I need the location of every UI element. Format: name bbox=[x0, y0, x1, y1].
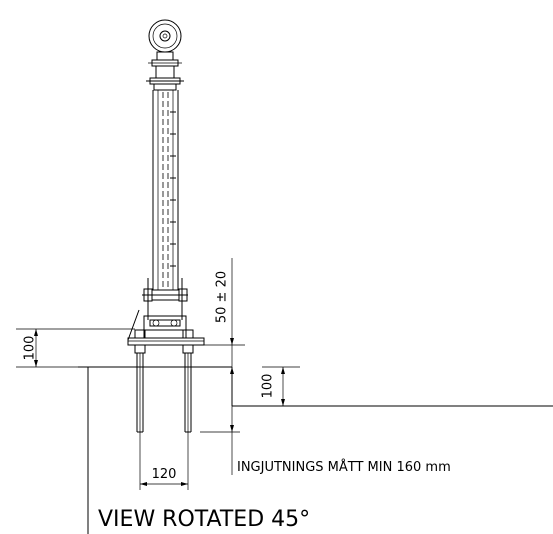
lower-clamp bbox=[127, 278, 188, 341]
dimension-embed-depth-label: 100 bbox=[261, 374, 276, 399]
embed-note: INGJUTNINGS MÅTT MIN 160 mm bbox=[237, 459, 451, 475]
dimension-base-height-label: 100 bbox=[23, 336, 38, 361]
dimension-base-height: 100 bbox=[16, 328, 135, 368]
dimension-adjustment: 50 ± 20 bbox=[204, 258, 245, 374]
anchor-bolts bbox=[136, 353, 192, 433]
view-caption: VIEW ROTATED 45° bbox=[98, 507, 310, 532]
dimension-embed-depth: 100 bbox=[261, 366, 300, 406]
dimension-bolt-spacing: 120 bbox=[139, 432, 189, 490]
base-plate bbox=[127, 329, 205, 354]
dimension-bolt-spacing-label: 120 bbox=[152, 467, 177, 482]
top-fitting bbox=[146, 19, 184, 91]
dimension-adjustment-label: 50 ± 20 bbox=[215, 271, 230, 323]
column bbox=[152, 90, 179, 290]
min-embed-extension bbox=[200, 367, 240, 475]
